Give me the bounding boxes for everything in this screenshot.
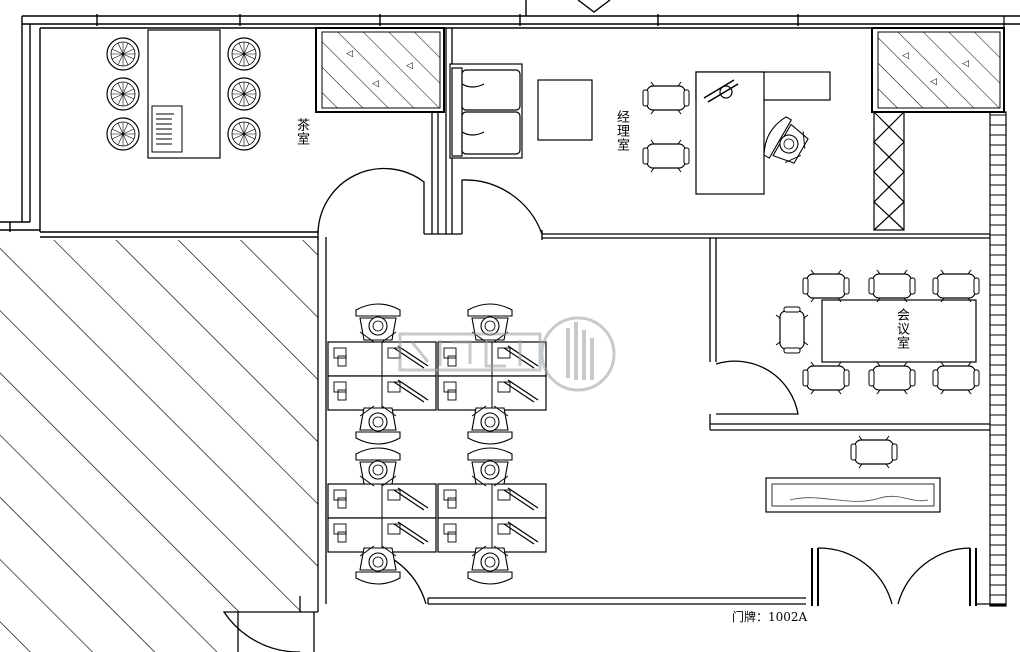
tea-room-walls [0,16,318,238]
door-plate-label: 门牌： [732,610,769,624]
hatched-area-left [0,240,318,652]
door-plate-number: 1002A [768,610,808,624]
column-left: ◁ ◁ ◁ [315,27,445,113]
coffee-table [537,79,593,141]
svg-text:◁: ◁ [930,77,937,87]
svg-text:◁: ◁ [902,51,909,61]
svg-text:◁: ◁ [372,79,379,89]
column-right: ◁ ◁ ◁ [871,27,1005,113]
top-wall [22,0,1020,29]
tea-room-label: 茶室 [294,118,309,146]
office-bottom-wall-south [347,545,806,605]
door-plate: 门牌：1002A [732,608,807,625]
workstations-bottom [327,483,547,553]
svg-text:◁: ◁ [962,59,969,69]
svg-text:◁: ◁ [406,61,413,71]
svg-text:◁: ◁ [346,49,353,59]
workstations-top [327,341,547,411]
entrance-door [811,547,1006,606]
reception-desk [765,435,941,513]
sofa-icon [449,63,523,159]
meeting-room-label: 会议室 [894,308,909,350]
office-left-wall [222,237,327,652]
door-swing-icon [317,167,543,240]
meeting-table [821,299,977,363]
office-bottom-wall [542,233,990,239]
right-wall [989,16,1007,607]
manager-office-label: 经理室 [614,110,629,152]
meeting-room-walls [709,238,990,431]
watermark-logo [398,316,616,392]
manager-desk [695,71,831,195]
tea-table [147,29,221,159]
x-column [873,111,905,231]
